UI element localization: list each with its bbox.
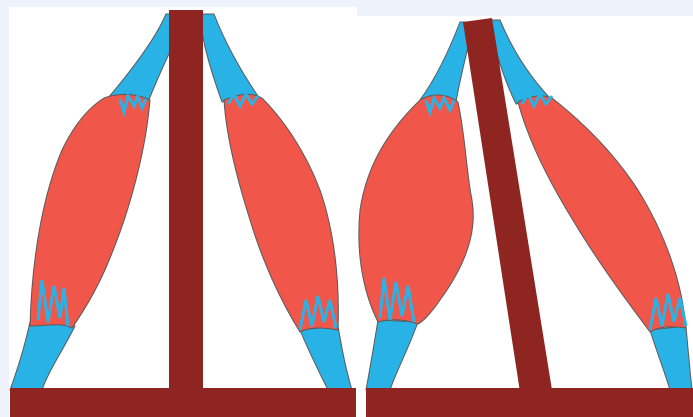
right-panel bbox=[359, 18, 693, 417]
left-panel-right-muscle-belly bbox=[224, 94, 338, 332]
right-panel-right-muscle-bottom-tendon bbox=[650, 326, 692, 390]
right-panel-left-muscle-bottom-tendon bbox=[366, 320, 418, 390]
left-panel-left-muscle-belly bbox=[30, 94, 150, 328]
left-panel-right-muscle-top-tendon bbox=[202, 14, 258, 102]
right-panel-left-muscle-belly bbox=[359, 95, 473, 324]
right-panel-base-bar bbox=[366, 388, 693, 417]
right-panel-right-muscle-belly bbox=[518, 96, 686, 332]
left-panel-left-muscle-bottom-tendon bbox=[10, 322, 75, 390]
left-panel-vertical-rod bbox=[169, 10, 203, 392]
left-panel-right-muscle-bottom-tendon bbox=[300, 326, 352, 390]
left-panel-base-bar bbox=[10, 388, 356, 417]
left-panel bbox=[10, 10, 356, 417]
